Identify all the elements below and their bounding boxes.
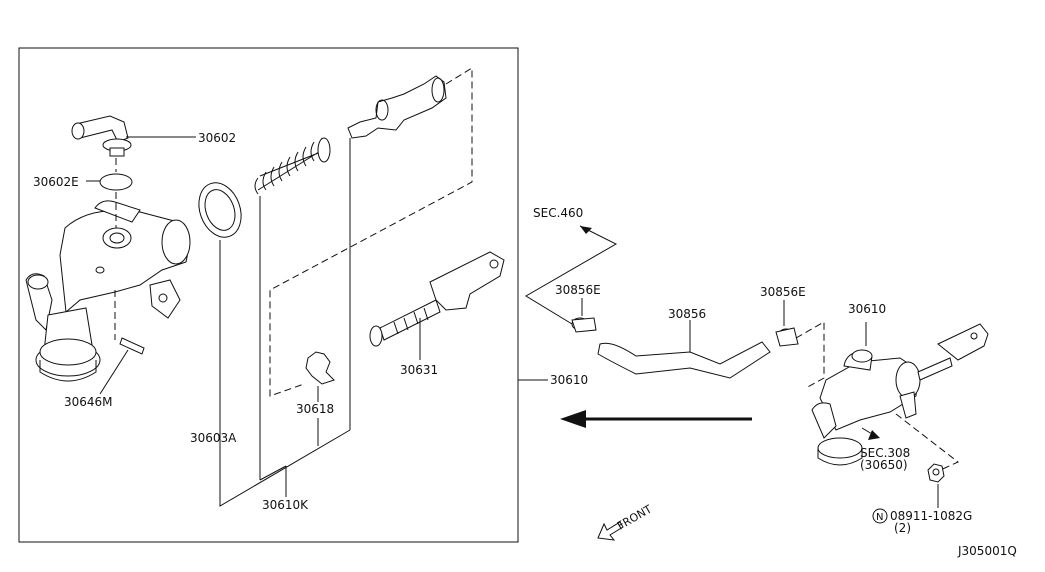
label-08911-1082G: 08911-1082G (890, 509, 972, 523)
hose-clamp-left (571, 298, 597, 333)
sec460-leader (525, 225, 618, 325)
return-spring (254, 137, 331, 480)
label-08911-qty: (2) (894, 521, 911, 535)
elbow-fitting-30602 (71, 115, 196, 157)
label-sec308-sub: (30650) (860, 458, 908, 472)
sec460-arrow (580, 226, 592, 234)
nut-08911-1082G (927, 463, 945, 508)
hose-clamp-right (775, 300, 825, 389)
label-30856: 30856 (668, 307, 706, 321)
hose-30856 (597, 341, 771, 379)
front-label: FRONT (615, 502, 654, 532)
front-indicator (597, 521, 624, 541)
kit-bracket-30610K (219, 428, 351, 507)
snap-ring-30618 (305, 351, 335, 385)
sec308-arrow (868, 430, 880, 440)
label-30856E-right: 30856E (760, 285, 806, 299)
o-ring-30602E (99, 173, 133, 191)
push-rod-30631 (369, 251, 505, 360)
label-30610-main: 30610 (550, 373, 588, 387)
seal-ring-30603A (198, 182, 242, 428)
label-30603A: 30603A (190, 431, 237, 445)
label-30610K: 30610K (262, 498, 309, 512)
label-30602: 30602 (198, 131, 236, 145)
diagram-code: J305001Q (957, 544, 1017, 558)
label-sec308: SEC.308 (860, 446, 910, 460)
label-30618: 30618 (296, 402, 334, 416)
master-cylinder-assembly-30610 (811, 322, 989, 473)
label-30856E-left: 30856E (555, 283, 601, 297)
master-cylinder-body (25, 200, 191, 382)
piston (269, 67, 473, 430)
pin-30646M (99, 290, 145, 395)
nut-symbol-circle (872, 508, 888, 524)
label-30602E: 30602E (33, 175, 79, 189)
direction-arrow (560, 410, 752, 428)
label-30631: 30631 (400, 363, 438, 377)
label-sec460: SEC.460 (533, 206, 583, 220)
detail-frame (18, 47, 519, 543)
label-30646M: 30646M (64, 395, 113, 409)
nut-symbol-letter: N (876, 512, 883, 523)
label-30610-right: 30610 (848, 302, 886, 316)
